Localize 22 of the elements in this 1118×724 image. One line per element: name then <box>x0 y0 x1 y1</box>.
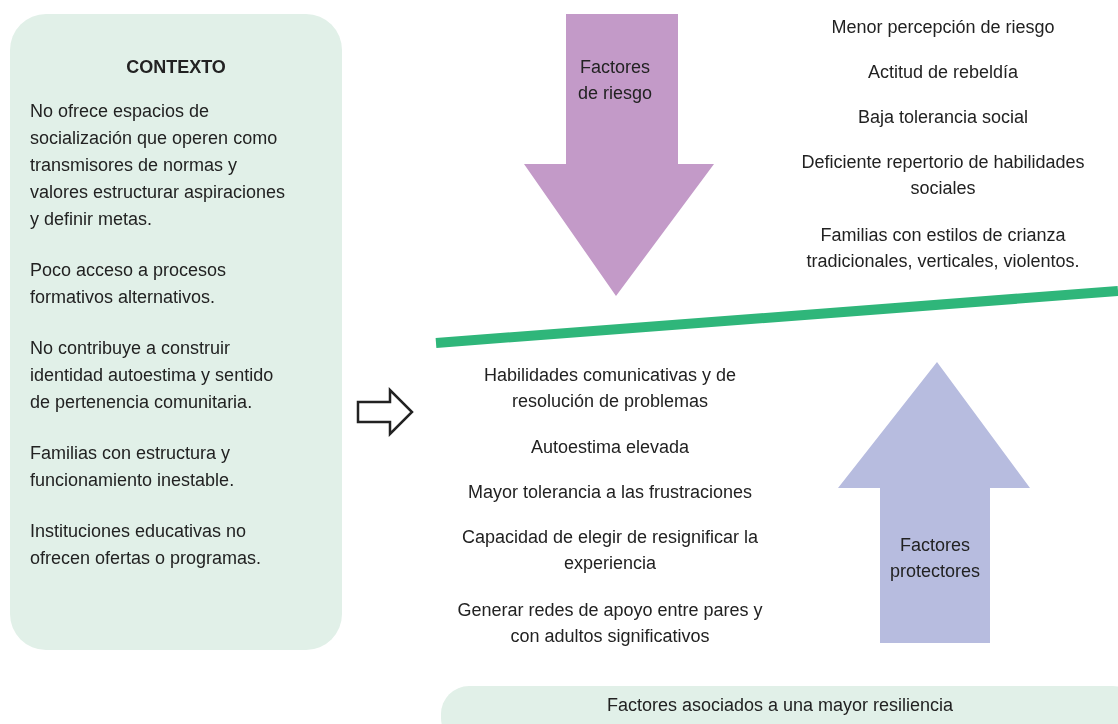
risk-factor: Baja tolerancia social <box>856 106 1030 129</box>
panel-heading: CONTEXTO <box>125 56 227 79</box>
protective-factor: Mayor tolerancia a las frustraciones <box>466 481 754 504</box>
context-paragraph: No contribuye a construir identidad autoestima y sentido de pertenencia comunitaria. <box>30 337 275 414</box>
context-paragraph: No ofrece espacios de socialización que operen como transmisores de normas y valores estructurar aspiraciones y definir metas. <box>30 100 287 231</box>
protective-factor: Habilidades comunicativas y de resolución de problemas <box>482 364 738 413</box>
arrow-label: Factores de riesgo <box>576 56 654 105</box>
up-arrow <box>838 362 1030 643</box>
down-arrow <box>524 14 714 296</box>
protective-factor: Capacidad de elegir de resignificar la experiencia <box>460 526 760 575</box>
context-paragraph: Instituciones educativas no ofrecen ofertas o programas. <box>30 520 263 570</box>
footer-band: Factores asociados a una mayor resiliencia <box>441 686 1118 724</box>
risk-factor: Deficiente repertorio de habilidades sociales <box>800 151 1086 200</box>
arrow-label: Factores protectores <box>888 534 981 583</box>
risk-factor: Menor percepción de riesgo <box>830 16 1056 39</box>
protective-factor: Generar redes de apoyo entre pares y con adultos significativos <box>456 599 764 648</box>
risk-factor: Actitud de rebeldía <box>866 61 1020 84</box>
context-paragraph: Poco acceso a procesos formativos alternativos. <box>30 259 228 309</box>
context-paragraph: Familias con estructura y funcionamiento inestable. <box>30 442 236 492</box>
protective-factor: Autoestima elevada <box>529 436 691 459</box>
risk-factor: Familias con estilos de crianza tradicionales, verticales, violentos. <box>805 224 1081 273</box>
context-panel <box>10 14 342 650</box>
